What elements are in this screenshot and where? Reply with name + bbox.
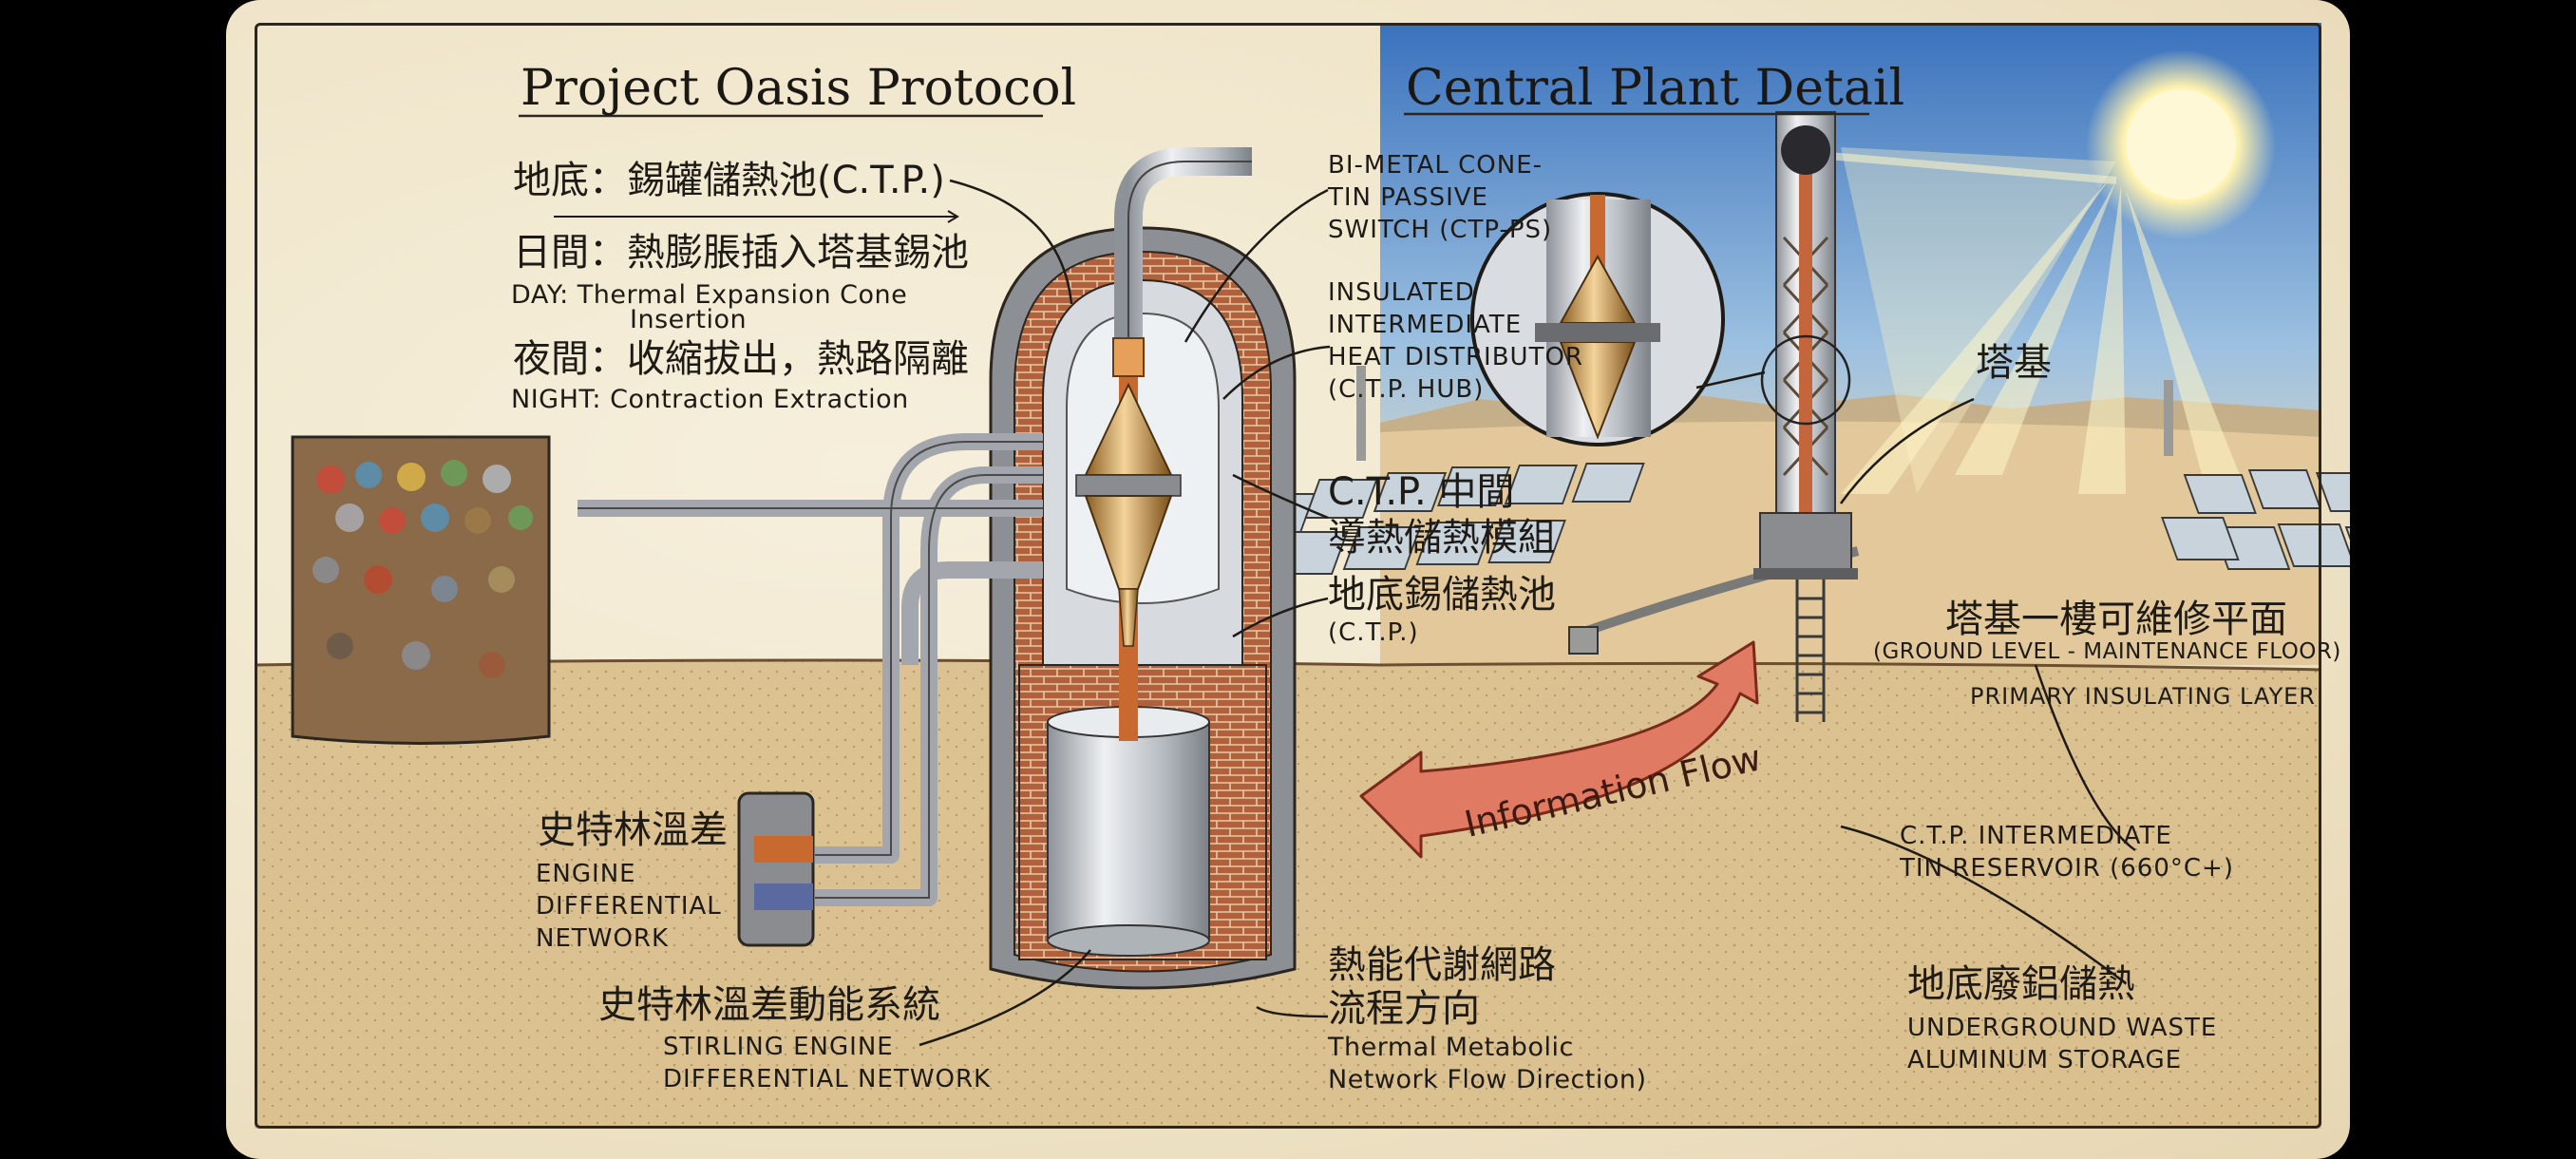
module-label-1: C.T.P. 中間 [1328, 470, 1515, 514]
can-bin [291, 435, 551, 745]
heliostats [1241, 463, 2350, 575]
central-tower [1753, 111, 1858, 722]
stirling-system-cjk: 史特林溫差動能系統 [598, 983, 940, 1027]
stirling-network-en-3: NETWORK [536, 924, 670, 953]
hub-label-4: (C.T.P. HUB) [1328, 375, 1485, 404]
reservoir-label-2: TIN RESERVOIR (660°C+) [1900, 854, 2234, 883]
reservoir-label-1: C.T.P. INTERMEDIATE [1900, 822, 2172, 850]
metabolic-en-2: Network Flow Direction) [1328, 1065, 1647, 1094]
night-en-label: NIGHT: Contraction Extraction [511, 385, 909, 414]
switch-label-1: BI-METAL CONE- [1328, 151, 1544, 180]
tower-base-label: 塔基 [1976, 341, 2052, 385]
day-en-label-1: DAY: Thermal Expansion Cone [511, 280, 908, 310]
night-cjk-label: 夜間：收縮拔出，熱路隔離 [513, 337, 969, 381]
stirling-network-en-2: DIFFERENTIAL [536, 892, 722, 921]
reactor [989, 147, 1297, 990]
magnifier [1470, 192, 1766, 446]
hub-label-2: INTERMEDIATE [1328, 311, 1523, 339]
diagram-card: Project Oasis Protocol Central Plant Det… [226, 0, 2350, 1159]
maintenance-cjk-label: 塔基一樓可維修平面 [1945, 598, 2287, 641]
stirling-engine [737, 791, 815, 947]
day-cjk-label: 日間：熱膨脹插入塔基錫池 [513, 231, 969, 275]
waste-en-label-1: UNDERGROUND WASTE [1907, 1014, 2218, 1042]
frame-border [255, 23, 2321, 1129]
stirling-network-cjk: 史特林溫差 [538, 808, 728, 852]
tin-pool-cjk-label: 地底錫儲熱池 [1328, 573, 1556, 617]
stirling-system-en-2: DIFFERENTIAL NETWORK [663, 1065, 992, 1093]
sun-beams [1783, 148, 2240, 494]
ctp-pool-label: 地底：錫罐儲熱池(C.T.P.) [513, 159, 945, 202]
insulating-layer-label: PRIMARY INSULATING LAYER [1970, 683, 2316, 710]
stirling-network-en-1: ENGINE [536, 860, 636, 888]
info-flow-arrow [1359, 640, 1759, 859]
maintenance-en-label: (GROUND LEVEL - MAINTENANCE FLOOR) [1873, 639, 2341, 664]
leader-lines [554, 179, 2136, 1047]
left-title: Project Oasis Protocol [521, 60, 1077, 117]
hub-label-3: HEAT DISTRIBUTOR [1328, 343, 1583, 371]
tin-pool-en-label: (C.T.P.) [1328, 618, 1419, 647]
metabolic-cjk-1: 熱能代謝網路 [1328, 943, 1556, 987]
switch-label-3: SWITCH (CTP-PS) [1328, 216, 1553, 244]
module-label-2: 導熱儲熱模組 [1328, 516, 1556, 560]
day-en-label-2: Insertion [630, 305, 748, 334]
waste-cjk-label: 地底廢鋁儲熱 [1907, 962, 2135, 1006]
stirling-system-en-1: STIRLING ENGINE [663, 1033, 894, 1061]
right-title: Central Plant Detail [1406, 60, 1905, 117]
metabolic-cjk-2: 流程方向 [1328, 987, 1480, 1031]
hub-label-1: INSULATED [1328, 278, 1475, 307]
metabolic-en-1: Thermal Metabolic [1328, 1033, 1574, 1062]
diagram-artwork [254, 23, 2350, 1129]
switch-label-2: TIN PASSIVE [1328, 183, 1488, 212]
waste-en-label-2: ALUMINUM STORAGE [1907, 1046, 2183, 1074]
